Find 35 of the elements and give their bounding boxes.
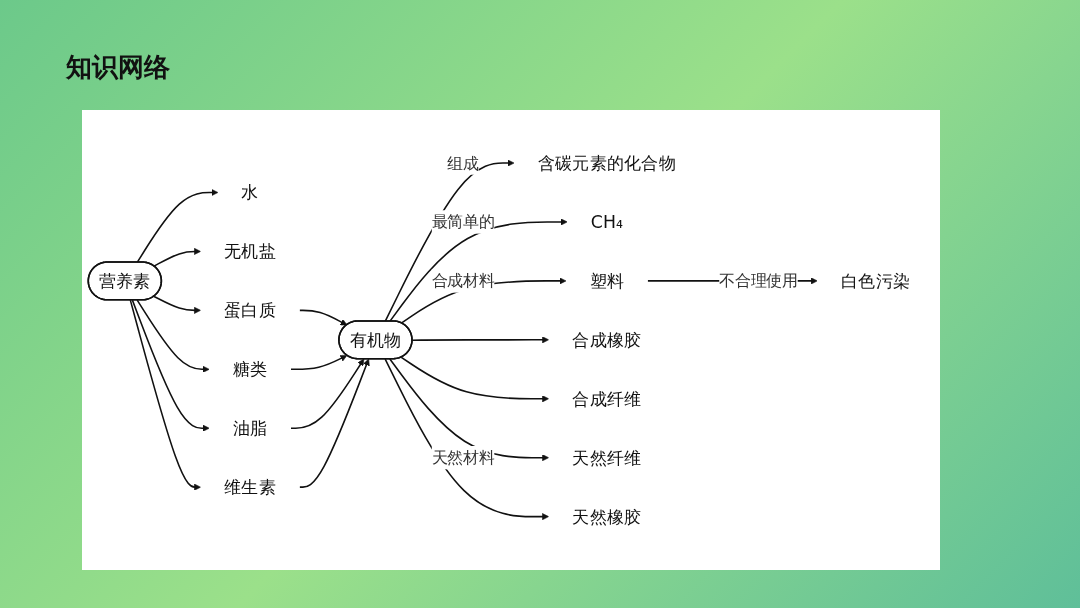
arrow <box>136 299 210 373</box>
node-text: 白色污染 <box>840 271 911 291</box>
node-text: 无机盐 <box>224 241 277 262</box>
title: 知识网络 <box>66 51 170 84</box>
node-text: 水 <box>241 182 259 203</box>
arrow <box>290 355 348 371</box>
edge-label: 不合理使用 <box>719 271 798 291</box>
arrow <box>384 358 549 521</box>
arrow <box>153 248 201 268</box>
arrow <box>131 299 210 432</box>
arrow <box>400 356 549 403</box>
node-text: 天然纤维 <box>572 448 642 468</box>
edge-label: 合成材料 <box>431 271 495 291</box>
arrow <box>290 358 365 430</box>
node-text: 维生素 <box>224 477 277 498</box>
edge-label: 天然材料 <box>431 448 495 468</box>
node-text: 油脂 <box>232 418 268 439</box>
arrow <box>384 159 515 323</box>
arrow <box>411 336 549 344</box>
arrow <box>389 358 549 462</box>
node-text: CH₄ <box>590 212 623 232</box>
node-text: 天然橡胶 <box>572 506 642 527</box>
node-text: 合成纤维 <box>572 389 642 409</box>
arrow <box>298 309 348 326</box>
node-text: 含碳元素的化合物 <box>537 153 676 174</box>
node-text: 合成橡胶 <box>572 330 642 350</box>
arrow <box>129 299 201 491</box>
arrow <box>136 189 219 264</box>
edge-label: 最简单的 <box>431 212 495 232</box>
node-text: 蛋白质 <box>224 300 277 321</box>
arrow <box>298 358 370 489</box>
node-text: 塑料 <box>589 271 625 291</box>
edge-label: 组成 <box>447 153 479 173</box>
arrow <box>153 295 201 314</box>
node-text: 糖类 <box>232 359 268 380</box>
